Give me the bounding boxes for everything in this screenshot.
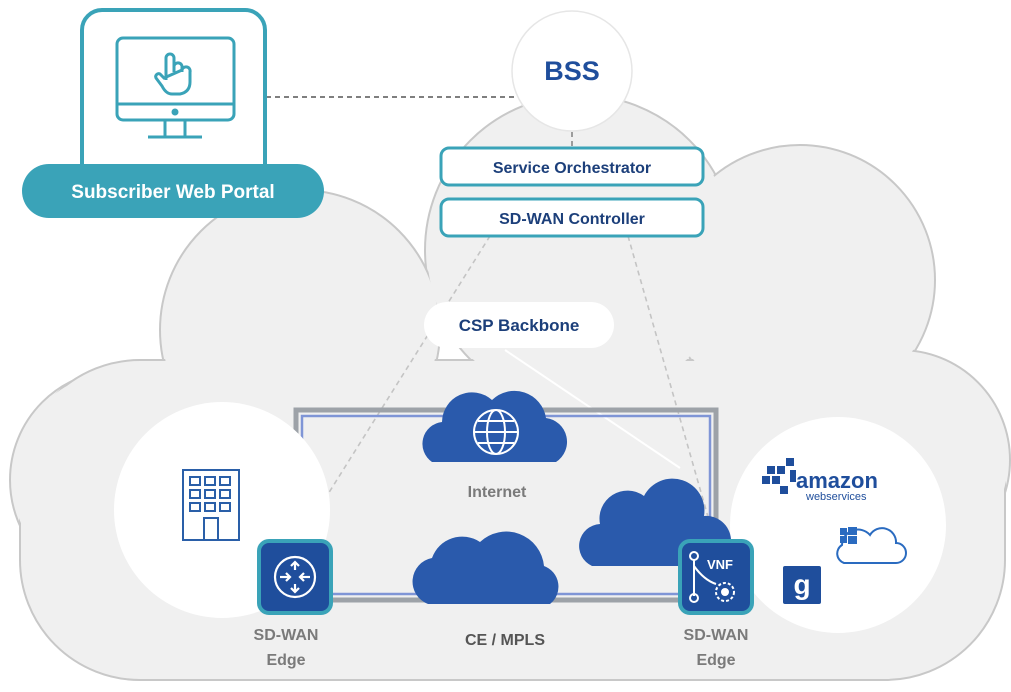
bss-label: BSS [544, 56, 600, 86]
google-logo: g [783, 566, 821, 604]
amazon-web-services-logo: amazon webservices [762, 458, 878, 503]
monitor-hand-pointer-icon [115, 36, 236, 139]
office-building-icon [182, 469, 240, 541]
dashed-links [266, 96, 717, 546]
left-edge-label-line1: SD-WAN [254, 627, 319, 644]
sd-wan-controller-label: SD-WAN Controller [499, 211, 645, 228]
amazon-word: amazon [796, 468, 878, 493]
google-letter: g [793, 569, 810, 600]
subscriber-web-portal-label: Subscriber Web Portal [71, 182, 274, 203]
subscriber-web-portal[interactable]: Subscriber Web Portal [22, 8, 324, 218]
service-orchestrator-box[interactable]: Service Orchestrator [439, 146, 705, 187]
left-edge-label-line2: Edge [266, 652, 305, 669]
csp-backbone-pill: CSP Backbone [424, 302, 614, 348]
mpls-cloud [412, 531, 559, 604]
service-orchestrator-label: Service Orchestrator [493, 160, 651, 177]
right-edge-label-line1: SD-WAN [684, 627, 749, 644]
csp-backbone-label: CSP Backbone [459, 316, 580, 335]
right-edge-label-line2: Edge [696, 652, 735, 669]
sd-wan-controller-box[interactable]: SD-WAN Controller [439, 197, 705, 238]
controller-left-edge-link [295, 235, 491, 546]
windows-cloud-icon [836, 527, 907, 564]
right-sd-wan-edge[interactable]: VNF [678, 539, 754, 615]
cloud-providers-circle [730, 417, 946, 633]
internet-label: Internet [468, 484, 527, 501]
router-arrows-icon [273, 555, 317, 599]
amazon-sub: webservices [805, 491, 867, 503]
bss-node[interactable]: BSS [511, 10, 633, 132]
left-sd-wan-edge[interactable] [257, 539, 333, 615]
internet-cloud [422, 390, 568, 462]
vnf-icon [689, 551, 735, 603]
globe-icon [473, 409, 519, 455]
vnf-badge: VNF [707, 557, 733, 572]
mpls-label: CE / MPLS [465, 632, 545, 649]
